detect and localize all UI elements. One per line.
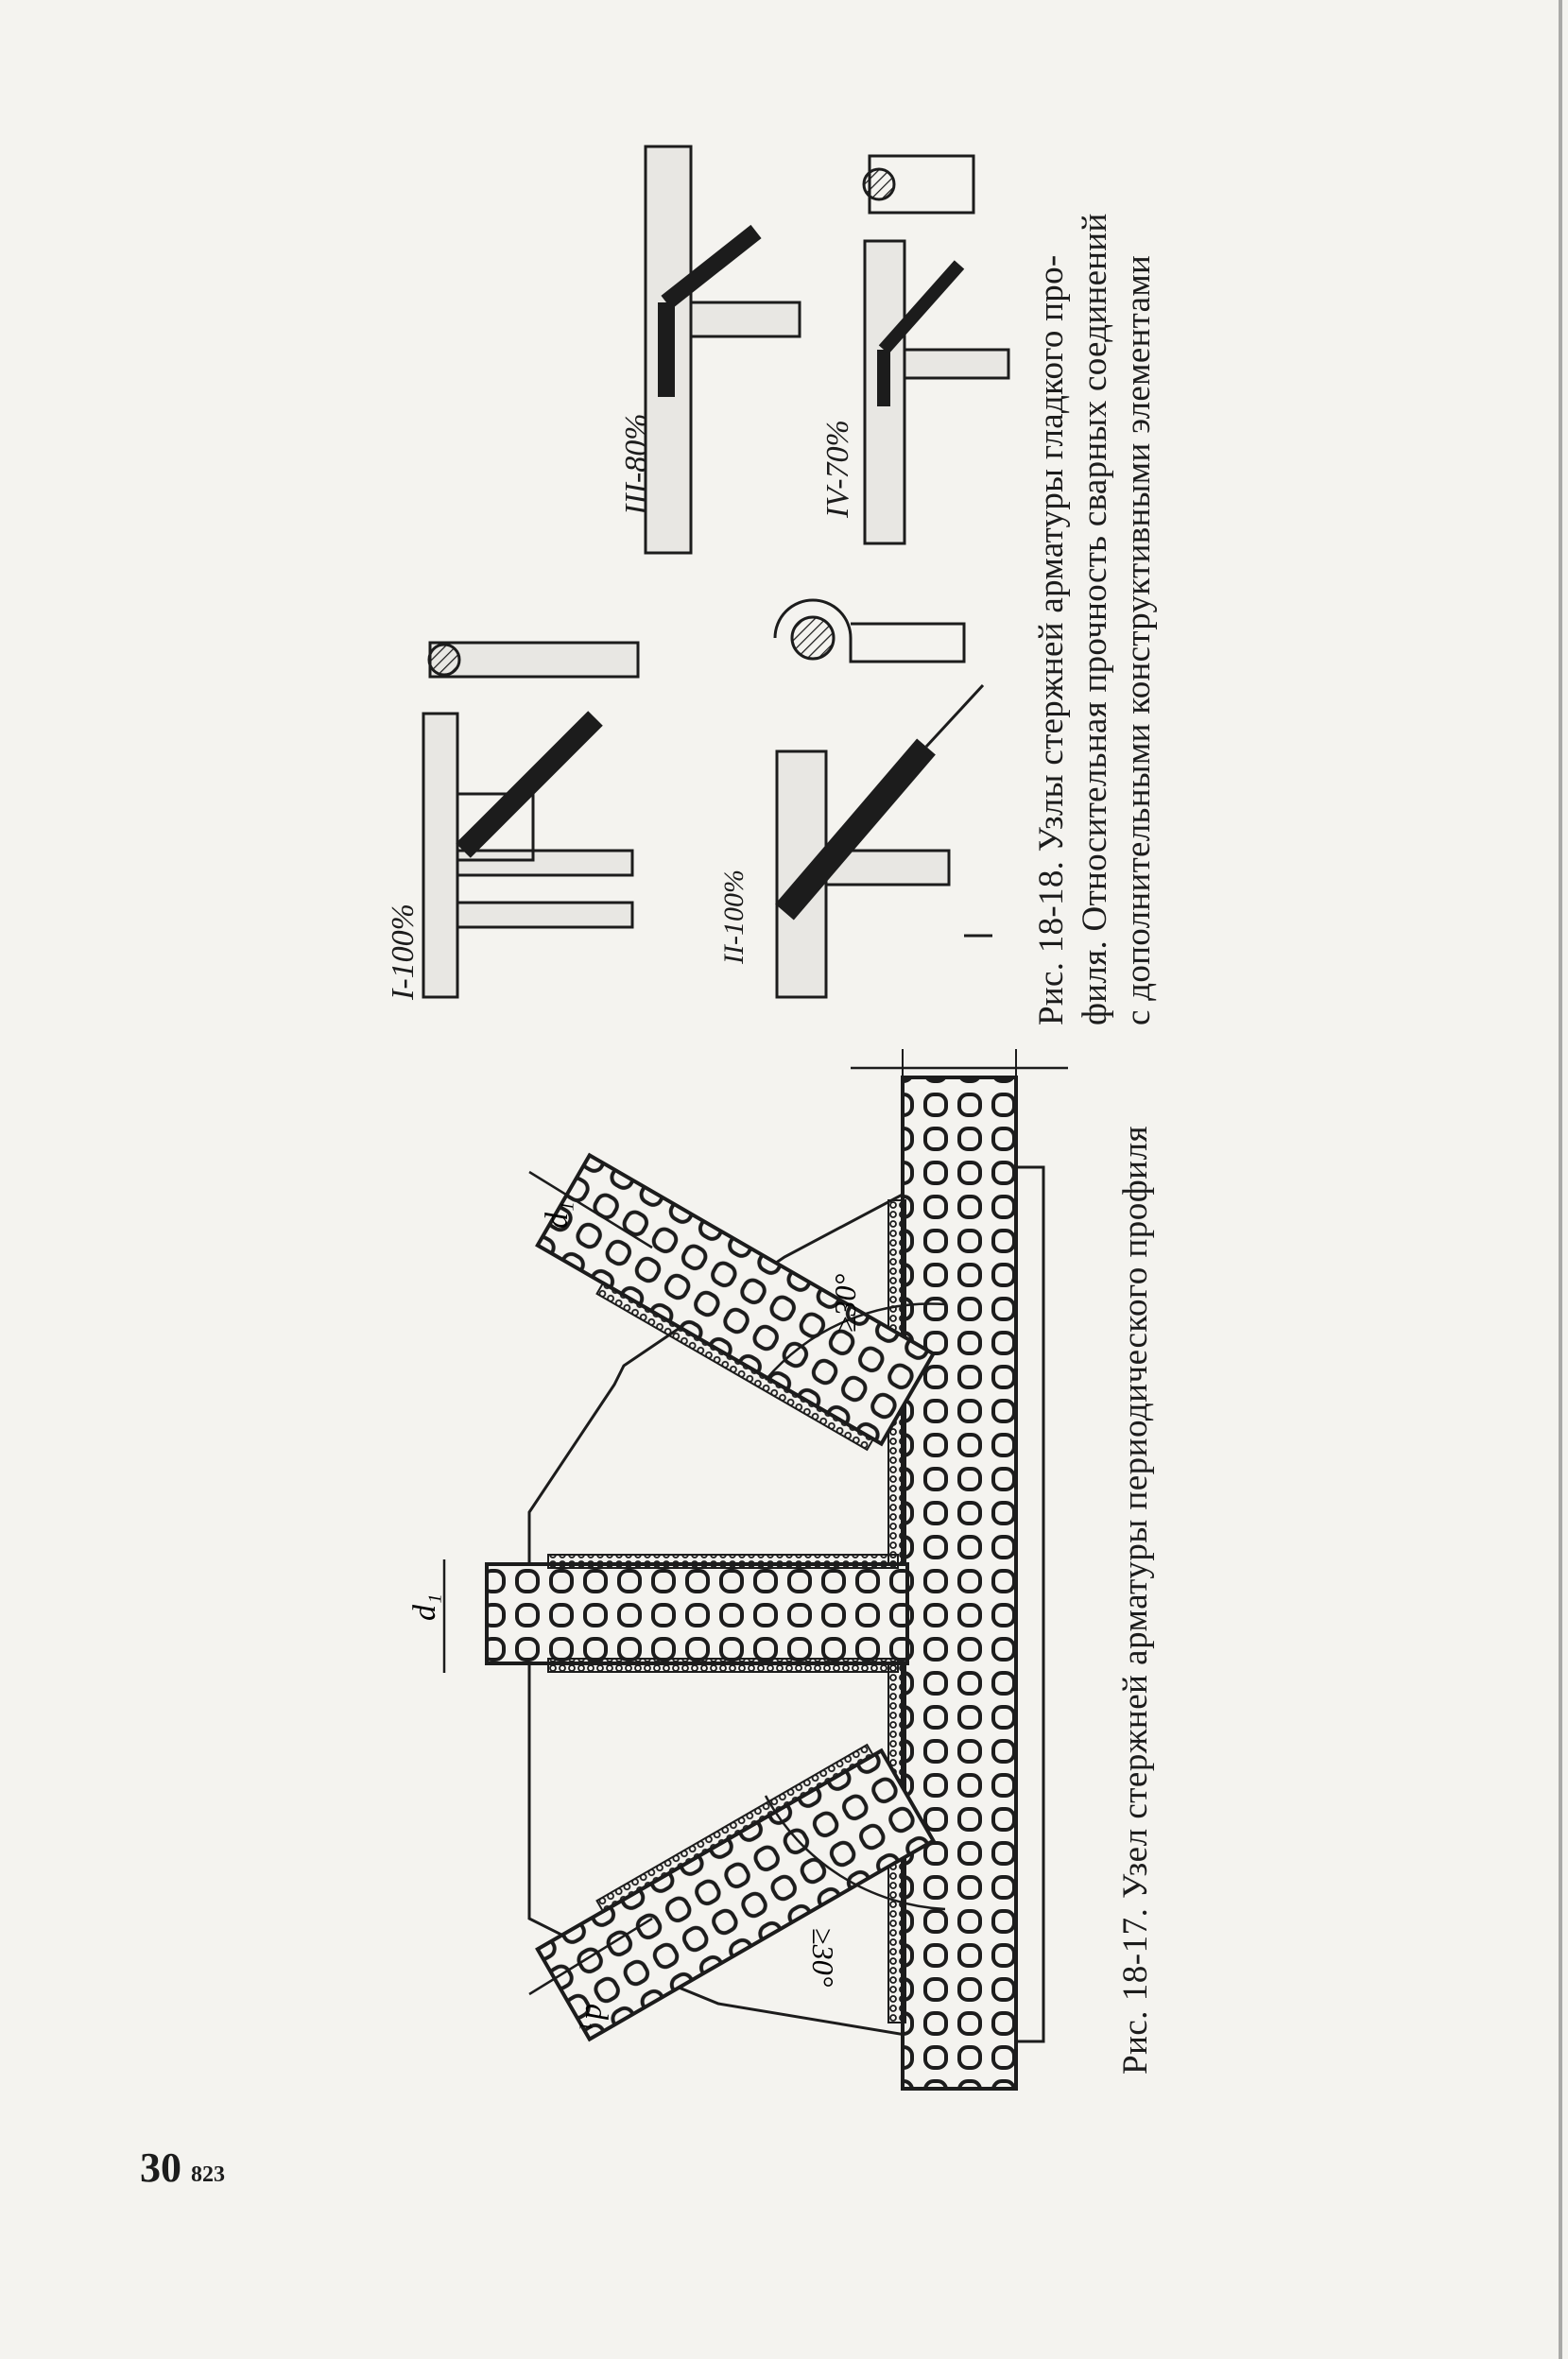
print-signature: 823 <box>191 2162 225 2187</box>
variant-label-4: IV-70% <box>820 420 855 518</box>
figure-18-caption-line-1: Рис. 18-18. Узлы стержней арматуры гладк… <box>1032 254 1071 1025</box>
variant-label-1: I-100% <box>386 904 421 1000</box>
figure-18-caption-line-3: с дополнительными конструктивными элемен… <box>1119 254 1158 1025</box>
svg-text:d₁: d₁ <box>578 2004 613 2031</box>
svg-text:≥30°: ≥30° <box>828 1273 862 1333</box>
main-rebar <box>901 1076 1018 2091</box>
variant-label-3: III-80% <box>619 413 654 515</box>
fig17-drawing: d₁ d₁ d₁ ≥30° ≥30° <box>407 1049 1068 2091</box>
page-number-value: 30 <box>140 2144 181 2191</box>
svg-text:d₁: d₁ <box>540 1201 575 1229</box>
figure-18-caption-line-2: филя. Относительная прочность сварных со… <box>1076 213 1114 1025</box>
figure-17-caption: Рис. 18-17. Узел стержней арматуры перио… <box>1116 1125 1155 2075</box>
fig18-drawing <box>422 145 1010 999</box>
figure-18-caption: Рис. 18-18. Узлы стержней арматуры гладк… <box>1030 213 1161 1025</box>
svg-text:d₁: d₁ <box>407 1593 442 1621</box>
svg-text:≥30°: ≥30° <box>806 1928 840 1988</box>
diagonal-rebar-upper <box>535 1152 937 1447</box>
diagonal-rebar-lower <box>535 1748 937 2042</box>
variant-label-2: II-100% <box>718 870 750 964</box>
page-number: 30 823 <box>140 2144 225 2192</box>
page-edge <box>1559 0 1562 2359</box>
perpendicular-rebar <box>485 1562 909 1665</box>
